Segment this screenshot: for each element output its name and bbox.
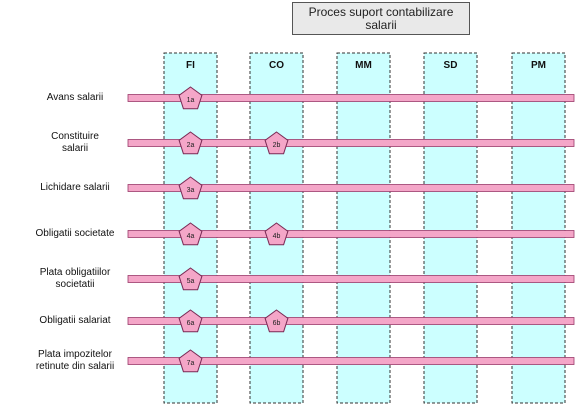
column-label: CO xyxy=(269,60,284,71)
row-bar xyxy=(127,184,575,192)
row-label-line: societatii xyxy=(55,279,95,290)
row-bar xyxy=(127,139,575,147)
step-pentagon xyxy=(264,222,289,246)
row-bar xyxy=(127,94,575,102)
step-pentagon xyxy=(264,309,289,333)
column-label: SD xyxy=(444,60,458,71)
column-lane xyxy=(511,52,566,404)
step-label: 2b xyxy=(273,142,281,149)
diagram-title-text: Proces suport contabilizare salarii xyxy=(308,4,454,32)
row-label-line: Plata impozitelor xyxy=(38,349,112,360)
row-label-line: Constituire xyxy=(51,131,99,142)
step-pentagon xyxy=(178,349,203,373)
step-pentagon xyxy=(264,131,289,155)
step-label: 1a xyxy=(187,97,195,104)
row-label: Obligatii societate xyxy=(0,228,150,240)
step-label: 4a xyxy=(187,233,195,240)
step-label: 3a xyxy=(187,187,195,194)
row-label-line: Obligatii societate xyxy=(35,228,115,239)
step-pentagon xyxy=(178,86,203,110)
row-label: Lichidare salarii xyxy=(0,182,150,194)
step-label: 6b xyxy=(273,320,281,327)
step-pentagon xyxy=(178,131,203,155)
row-label-line: Obligatii salariat xyxy=(39,315,111,326)
diagram-title: Proces suport contabilizare salarii xyxy=(292,2,470,35)
row-label: Avans salarii xyxy=(0,92,150,104)
step-pentagon xyxy=(178,176,203,200)
row-label-line: Lichidare salarii xyxy=(40,182,110,193)
row-label-line: Plata obligatiilor xyxy=(39,267,111,278)
step-pentagon xyxy=(178,222,203,246)
step-label: 4b xyxy=(273,233,281,240)
row-label: Obligatii salariat xyxy=(0,315,150,327)
row-bar xyxy=(127,357,575,365)
step-label: 7a xyxy=(187,360,195,367)
row-label-line: Avans salarii xyxy=(46,92,104,103)
column-lane xyxy=(336,52,391,404)
row-label-line: salarii xyxy=(61,143,89,154)
column-label: PM xyxy=(531,60,546,71)
row-bar xyxy=(127,275,575,283)
step-pentagon xyxy=(178,267,203,291)
row-bar xyxy=(127,230,575,238)
step-label: 5a xyxy=(187,278,195,285)
step-label: 6a xyxy=(187,320,195,327)
column-lane xyxy=(423,52,478,404)
row-label-line: retinute din salarii xyxy=(35,361,115,372)
column-label: FI xyxy=(186,60,195,71)
column-label: MM xyxy=(355,60,372,71)
row-bar xyxy=(127,317,575,325)
step-pentagon xyxy=(178,309,203,333)
step-label: 2a xyxy=(187,142,195,149)
